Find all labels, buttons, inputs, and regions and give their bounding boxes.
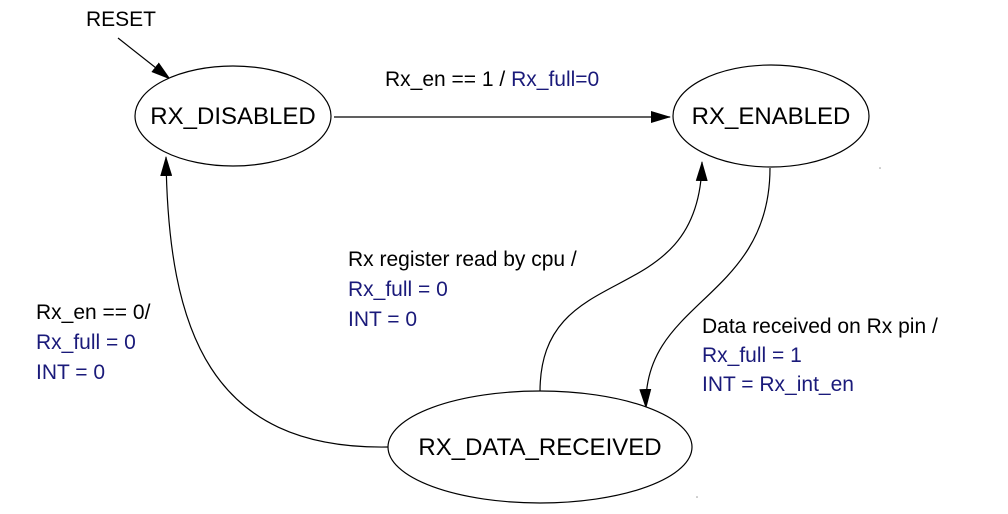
transition-enable-action: Rx_full=0	[511, 68, 599, 91]
transition-data-in-action-2: INT = Rx_int_en	[702, 373, 854, 396]
transition-cpu-read-action-2: INT = 0	[348, 308, 417, 331]
state-rx-enabled-label: RX_ENABLED	[692, 103, 851, 130]
transition-disable-action-2: INT = 0	[36, 361, 105, 384]
transition-enable-condition: Rx_en == 1 /	[385, 68, 511, 91]
reset-arrow	[117, 37, 171, 80]
transition-cpu-read-action-1: Rx_full = 0	[348, 278, 448, 301]
transition-disable-action-1: Rx_full = 0	[36, 331, 136, 354]
canvas-dot	[879, 167, 881, 169]
reset-label: RESET	[86, 8, 156, 31]
state-rx-disabled	[134, 65, 332, 167]
state-rx-enabled	[672, 64, 870, 168]
transition-enable-label: Rx_en == 1 / Rx_full=0	[385, 68, 599, 91]
state-rx-data-received	[387, 390, 693, 504]
canvas-dot	[696, 496, 698, 498]
edge-data-received-to-enabled	[539, 161, 708, 393]
edge-enabled-to-data-received	[639, 167, 771, 409]
transition-data-in-action-1: Rx_full = 1	[702, 344, 802, 367]
transition-data-in-condition: Data received on Rx pin /	[702, 315, 938, 338]
transition-disable-condition: Rx_en == 0/	[36, 301, 151, 324]
state-rx-disabled-label: RX_DISABLED	[150, 103, 315, 130]
state-rx-data-received-label: RX_DATA_RECEIVED	[418, 434, 661, 461]
transition-cpu-read-condition: Rx register read by cpu /	[348, 248, 577, 271]
edge-data-received-to-disabled	[160, 156, 389, 448]
